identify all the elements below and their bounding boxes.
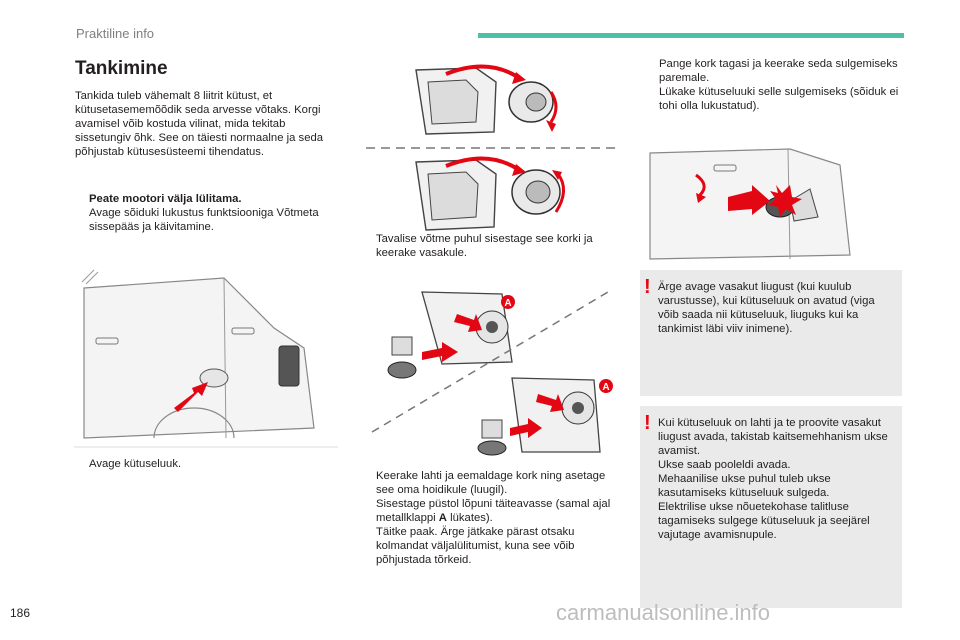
close-fuel-flap-illustration [649, 148, 851, 260]
step-item: Keerake lahti ja eemaldage kork ning ase… [362, 469, 624, 497]
warning-icon: ! [644, 276, 651, 298]
step-text: Täitke paak. Ärge jätkake pärast otsaku … [376, 526, 575, 566]
step-text: Avage kütuseluuk. [89, 458, 182, 470]
van-fuel-flap-illustration [74, 268, 338, 448]
intro-paragraph: Tankida tuleb vähemalt 8 liitrit kütust,… [75, 90, 324, 158]
step-item: Tavalise võtme puhul sisestage see korki… [362, 232, 622, 260]
bullet-marker [645, 57, 659, 85]
step-text: Pange kork tagasi ja keerake seda sulgem… [659, 58, 898, 84]
steps-middle: Keerake lahti ja eemaldage kork ning ase… [362, 469, 624, 567]
warning-icon: ! [644, 412, 651, 434]
steps-left: Peate mootori välja lülitama. Avage sõid… [75, 192, 337, 234]
bullet-marker [75, 192, 89, 206]
red-arrow-icon [728, 185, 770, 215]
section-title: Praktiline info [76, 26, 155, 41]
step-text: Keerake lahti ja eemaldage kork ning ase… [376, 470, 606, 496]
callout-a-bottom: A [602, 382, 609, 393]
warning-line: Ukse saab pooleldi avada. [658, 459, 791, 471]
warning-line: Mehaanilise ukse puhul tuleb ukse kasuta… [658, 473, 831, 499]
step-item: Lükake kütuseluuki selle sulgemiseks (sõ… [645, 85, 900, 113]
fuel-cap-key-illustration [366, 64, 618, 231]
fuel-cap-unlock-bottom [415, 156, 565, 231]
step-item: Peate mootori välja lülitama. [75, 192, 337, 206]
warning-line: Elektrilise ukse nõuetekohase talitluse … [658, 501, 870, 541]
steps-right: Pange kork tagasi ja keerake seda sulgem… [645, 57, 900, 113]
red-arrow-icon [174, 382, 208, 412]
step-item: Täitke paak. Ärge jätkake pärast otsaku … [362, 525, 624, 567]
bullet-marker [362, 469, 376, 497]
watermark: carmanualsonline.info [556, 600, 771, 625]
bullet-marker [75, 206, 89, 234]
warning-box-door: ! Ärge avage vasakut liugust (kui kuulub… [640, 270, 902, 396]
warning-box-safety: ! Kui kütuseluuk on lahti ja te proovite… [640, 406, 902, 608]
page-number: 186 [10, 606, 31, 620]
step-text: Peate mootori välja lülitama. [89, 193, 242, 205]
step-text: Avage sõiduki lukustus funktsiooniga Võt… [89, 207, 319, 233]
fuel-nozzle-illustration: A A [371, 291, 613, 456]
callout-a-top: A [504, 298, 511, 309]
header-accent-bar [478, 33, 904, 38]
warning-text: Ärge avage vasakut liugust (kui kuulub v… [658, 281, 875, 335]
step-item: Avage kütuseluuk. [75, 457, 315, 471]
bullet-marker [362, 232, 376, 260]
step-item: Pange kork tagasi ja keerake seda sulgem… [645, 57, 900, 85]
bullet-marker [362, 497, 376, 525]
page-title: Tankimine [75, 58, 168, 79]
step-text: Tavalise võtme puhul sisestage see korki… [376, 233, 593, 259]
warning-line: Kui kütuseluuk on lahti ja te proovite v… [658, 417, 888, 457]
step-item: Sisestage püstol lõpuni täiteavasse (sam… [362, 497, 624, 525]
step-item: Avage sõiduki lukustus funktsiooniga Võt… [75, 206, 337, 234]
warning-text: Kui kütuseluuk on lahti ja te proovite v… [658, 416, 896, 542]
metal-flap-label: A [438, 512, 447, 524]
bullet-marker [75, 457, 89, 471]
bullet-marker [645, 85, 659, 113]
bullet-marker [362, 525, 376, 567]
cap-removal-view: A [387, 291, 515, 379]
nozzle-insertion-view: A [477, 377, 613, 456]
step-text: Sisestage püstol lõpuni täiteavasse (sam… [376, 498, 611, 524]
step-text: Lükake kütuseluuki selle sulgemiseks (sõ… [659, 86, 899, 112]
fuel-cap-unlock-top [415, 64, 558, 135]
